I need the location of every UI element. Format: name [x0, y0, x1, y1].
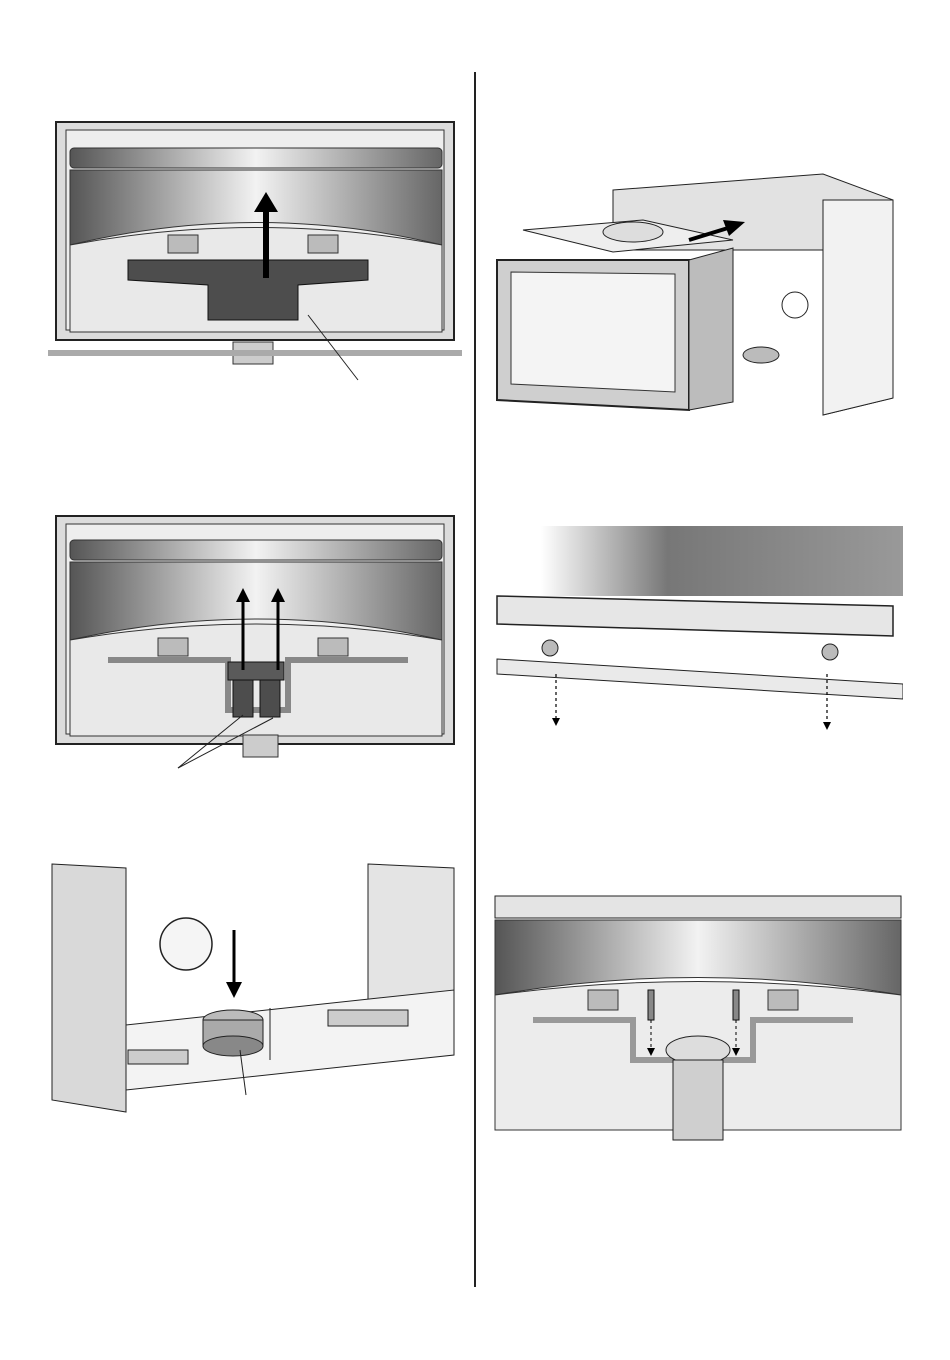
- flue-hole: [160, 918, 212, 970]
- fig-slide-in-insert: [493, 170, 903, 432]
- fig-insert-flue-collar: [48, 860, 460, 1122]
- fig5-drawing: [493, 524, 903, 744]
- fig4-drawing: [493, 170, 903, 432]
- fig-remove-two-plates: [48, 510, 462, 772]
- fig3-drawing: [48, 860, 460, 1122]
- left-screw: [648, 990, 654, 1020]
- fig-remove-baffle-plate: [48, 110, 462, 405]
- top-baffle-bar: [495, 896, 901, 918]
- left-leg: [542, 640, 558, 656]
- insert-side: [689, 248, 733, 410]
- right-screw: [733, 990, 739, 1020]
- fig1-drawing: [48, 110, 462, 405]
- insert-glass: [511, 272, 675, 392]
- top-baffle-bar: [70, 540, 442, 560]
- column-divider: [474, 72, 476, 1287]
- fig6-drawing: [493, 890, 903, 1152]
- fig-align-legs: [493, 524, 903, 744]
- housing-flue-hole: [782, 292, 808, 318]
- insert-body: [541, 526, 903, 596]
- fig2-drawing: [48, 510, 462, 772]
- top-baffle-bar: [70, 148, 442, 168]
- housing-side: [823, 200, 893, 415]
- flue-collar: [603, 222, 663, 242]
- fig-fasten-screws: [493, 890, 903, 1152]
- left-side-panel: [52, 864, 126, 1112]
- right-leg: [822, 644, 838, 660]
